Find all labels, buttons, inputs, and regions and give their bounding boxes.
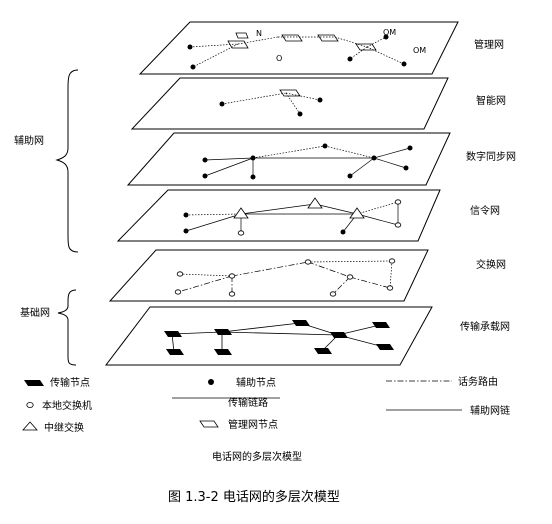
layer-intel: 智能网 <box>130 77 506 130</box>
layer-label: 智能网 <box>476 94 506 107</box>
layer-plane <box>104 306 433 366</box>
legend-call-route: 话务路由 <box>386 375 498 388</box>
layer-plane <box>108 249 429 302</box>
layer-sync: 数字同步网 <box>126 132 516 186</box>
aux-node-icon <box>208 379 214 385</box>
svg-text:本地交换机: 本地交换机 <box>42 399 92 412</box>
svg-text:管理网节点: 管理网节点 <box>228 418 278 431</box>
svg-text:中继交换: 中继交换 <box>44 421 84 434</box>
mgmt-node-icon <box>199 420 219 428</box>
legend-tandem: 中继交换 <box>22 421 84 434</box>
legend-mgmt-node: 管理网节点 <box>199 418 278 431</box>
layer-trans: 传输承载网 <box>104 306 510 366</box>
figure-caption: 图 1.3-2 电话网的多层次模型 <box>168 489 340 505</box>
trans-node-icon <box>24 380 44 386</box>
layer-label: 管理网 <box>474 38 504 51</box>
mgmt-tag-n: N <box>256 29 262 38</box>
diagram-title: 电话网的多层次模型 <box>212 450 302 463</box>
layer-label: 交换网 <box>476 258 506 271</box>
mgmt-tag-om1: OM <box>383 28 396 37</box>
layer-label: 信令网 <box>470 204 500 217</box>
group-label-aux: 辅助网 <box>14 134 44 147</box>
svg-text:辅助网链: 辅助网链 <box>470 404 510 417</box>
layer-plane <box>116 189 441 242</box>
tandem-icon <box>22 421 38 431</box>
layer-plane <box>130 77 449 130</box>
layer-plane <box>138 21 459 75</box>
layer-switch: 交换网 <box>108 249 506 302</box>
mgmt-tag-om2: OM <box>413 46 426 55</box>
svg-text:辅助节点: 辅助节点 <box>236 376 276 389</box>
brace-aux <box>55 69 79 253</box>
svg-text:话务路由: 话务路由 <box>458 375 498 388</box>
legend-aux-link: 辅助网链 <box>386 404 510 417</box>
mgmt-tag-o: O <box>276 54 282 63</box>
legend: 传输节点 辅助节点 话务路由 本地交换机 传输链路 辅助网链 中继交换 管 <box>22 375 510 434</box>
legend-trans-link: 传输链路 <box>172 396 280 409</box>
brace-base <box>57 289 77 366</box>
legend-local-switch: 本地交换机 <box>26 399 92 412</box>
local-switch-icon <box>26 402 34 408</box>
svg-text:传输链路: 传输链路 <box>228 396 268 409</box>
layer-sig: 信令网 <box>116 189 500 242</box>
layer-label: 传输承载网 <box>460 320 510 333</box>
group-label-base: 基础网 <box>20 306 50 319</box>
legend-aux-node: 辅助节点 <box>208 376 276 389</box>
layer-label: 数字同步网 <box>466 150 516 163</box>
legend-trans-node: 传输节点 <box>24 376 90 389</box>
layer-mgmt: N O OM OM 管理网 <box>138 21 504 75</box>
svg-text:传输节点: 传输节点 <box>50 376 90 389</box>
layer-plane <box>126 132 451 186</box>
